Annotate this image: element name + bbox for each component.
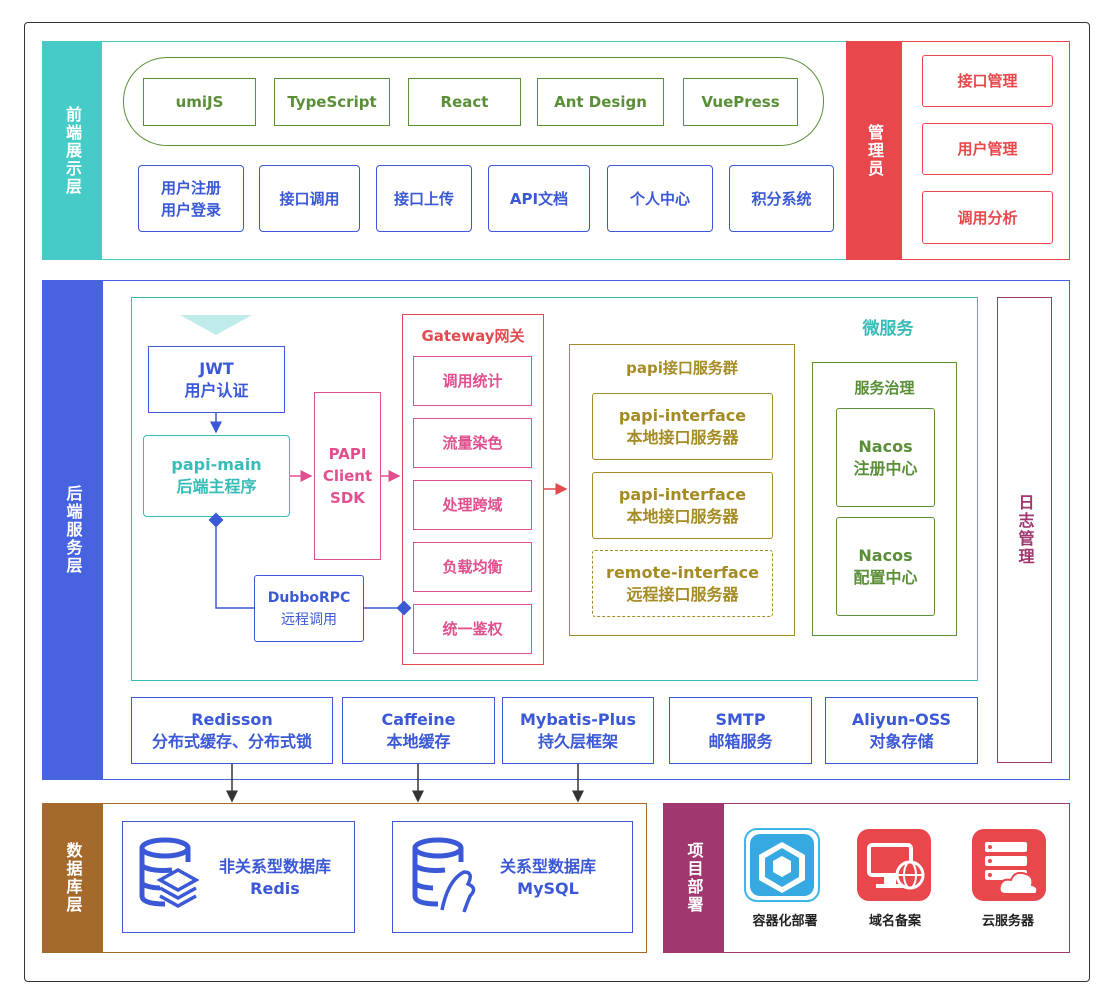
gateway-unified-auth: 统一鉴权	[413, 604, 532, 654]
mysql-database	[392, 821, 633, 933]
tech-vuepress: VuePress	[683, 78, 798, 126]
service-governance-title: 服务治理	[854, 379, 915, 397]
deploy-label: 项目部署	[663, 803, 724, 953]
tech-ant-design: Ant Design	[537, 78, 664, 126]
database-layer-label: 数据库层	[42, 803, 103, 953]
redis-database-icon	[139, 837, 200, 909]
tech-react: React	[408, 78, 521, 126]
deploy-cloud-label: 云服务器	[981, 914, 1034, 929]
diagram-frame	[24, 22, 1090, 982]
entry-triangle	[180, 315, 252, 335]
redis-database	[122, 821, 355, 933]
admin-api-management: 接口管理	[922, 55, 1053, 107]
feature-personal-center: 个人中心	[607, 165, 713, 232]
gateway-cors: 处理跨域	[413, 480, 532, 530]
feature-api-upload: 接口上传	[376, 165, 472, 232]
feature-api-docs: API文档	[488, 165, 590, 232]
domain-globe-icon	[857, 829, 931, 901]
feature-api-call: 接口调用	[259, 165, 360, 232]
log-management: 日志管理	[997, 297, 1052, 763]
admin-user-management: 用户管理	[922, 123, 1053, 175]
interface-cluster	[569, 344, 795, 636]
admin-label: 管理员	[846, 41, 902, 260]
backend-layer-label: 后端服务层	[42, 280, 103, 780]
microservice-area	[131, 297, 978, 681]
tech-typescript: TypeScript	[274, 78, 390, 126]
gateway-traffic-dye: 流量染色	[413, 418, 532, 468]
gateway-load-balance: 负载均衡	[413, 542, 532, 592]
feature-points-system: 积分系统	[729, 165, 834, 232]
feature-register-login: 用户注册用户登录	[138, 165, 244, 232]
gateway-panel	[402, 314, 544, 665]
mysql-database-icon	[412, 837, 476, 913]
deploy-container-label: 容器化部署	[752, 914, 818, 929]
tech-stack-group	[123, 57, 824, 146]
container-cube-icon	[744, 828, 820, 902]
frontend-layer-label: 前端展示层	[42, 41, 102, 260]
service-governance	[812, 362, 957, 636]
main-dubbo-connector	[208, 512, 254, 609]
admin-call-analysis: 调用分析	[922, 191, 1053, 244]
gateway-title: Gateway网关	[421, 327, 525, 345]
gateway-call-stats: 调用统计	[413, 356, 532, 406]
microservice-label: 微服务	[862, 319, 914, 339]
deploy-domain-label: 域名备案	[868, 914, 921, 929]
interface-cluster-title: papi接口服务群	[626, 359, 738, 377]
tech-umijs: umiJS	[143, 78, 256, 126]
cloud-server-icon	[972, 829, 1046, 901]
